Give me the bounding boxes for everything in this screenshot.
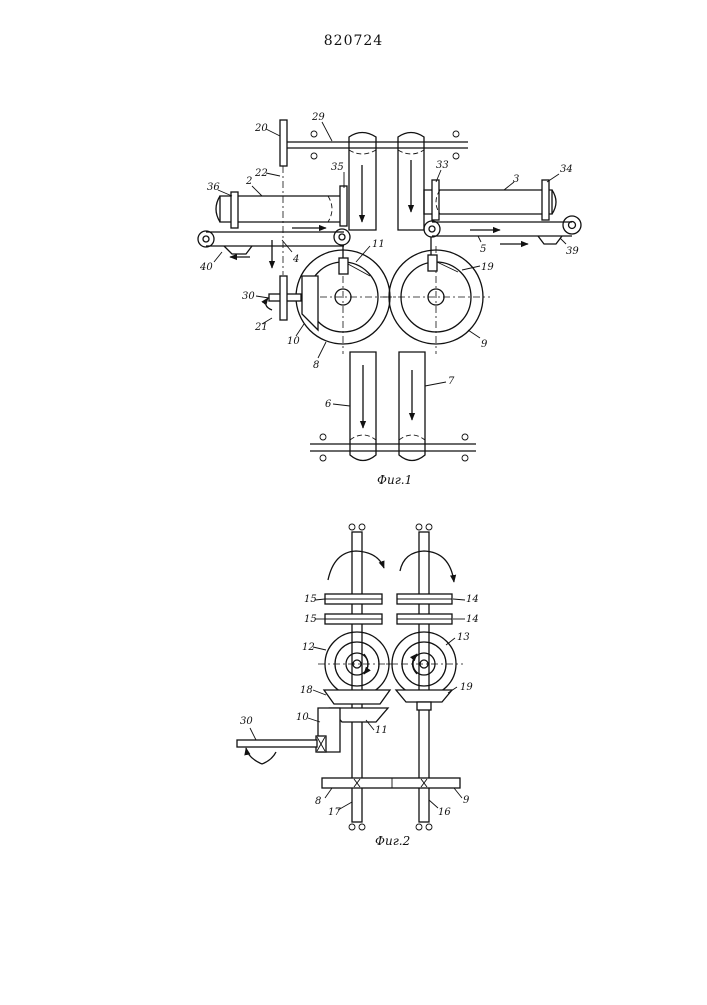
- fig1-label: 34: [560, 164, 573, 175]
- guide-rod-20: [280, 120, 287, 275]
- fig1-label: 3: [513, 174, 519, 185]
- fig2-label: 19: [460, 682, 473, 693]
- fig1-label: 2: [245, 176, 252, 187]
- fig1-label: 10: [287, 336, 300, 347]
- fig1-label: 19: [481, 262, 494, 273]
- fig1-label: 35: [331, 162, 344, 173]
- wheel-9: [383, 246, 490, 354]
- fig2-label: 13: [457, 632, 470, 643]
- fig2-label: 10: [296, 712, 309, 723]
- fig2-label: 9: [463, 795, 470, 806]
- fig1-label: 4: [292, 254, 299, 265]
- fig2-label: 18: [300, 685, 313, 696]
- fig1-label: 20: [254, 123, 268, 134]
- patent-number: 820724: [0, 33, 707, 49]
- fig2-label: 14: [466, 594, 479, 605]
- drive-shaft-30: [266, 276, 301, 320]
- fig1-label: 40: [199, 262, 213, 273]
- fig2-caption: Фиг.2: [375, 834, 410, 848]
- fig1-label: 22: [254, 168, 268, 179]
- fig2-label: 17: [328, 807, 341, 818]
- fig1-leaders: [214, 122, 566, 406]
- fig2-label: 16: [438, 807, 451, 818]
- fig1-label: 36: [207, 182, 220, 193]
- figure-2: 15 14 15 14 12 13 18 19 30 10 11 8 9 17 …: [237, 524, 479, 848]
- wheel-8: [290, 246, 396, 354]
- fig2-label: 30: [240, 716, 253, 727]
- fig2-label: 12: [302, 642, 315, 653]
- fig1-label: 29: [311, 112, 325, 123]
- upper-bars: [349, 133, 424, 231]
- fig1-label: 9: [481, 339, 488, 350]
- fig1-label: 11: [372, 239, 385, 250]
- fig1-label: 21: [254, 322, 268, 333]
- figure-1: 20 29 22 35 33 34 36 2 3 4 5 40 39 11 19…: [198, 112, 581, 487]
- right-conveyor-3: [424, 180, 581, 244]
- fig1-label: 30: [242, 291, 255, 302]
- top-shaft-29: [287, 131, 468, 159]
- lower-bars: [310, 352, 476, 461]
- fig1-label: 7: [448, 376, 455, 387]
- fig2-label: 14: [466, 614, 479, 625]
- fig1-caption: Фиг.1: [377, 473, 412, 487]
- fig1-label: 33: [436, 160, 449, 171]
- left-conveyor-2: [198, 186, 350, 268]
- discs: [325, 594, 452, 624]
- fig1-labels: 20 29 22 35 33 34 36 2 3 4 5 40 39 11 19…: [199, 112, 579, 410]
- fig2-label: 8: [315, 796, 321, 807]
- fig1-label: 6: [325, 399, 332, 410]
- fig1-label: 39: [566, 246, 579, 257]
- fig1-label: 8: [313, 360, 319, 371]
- fig2-label: 11: [375, 725, 388, 736]
- fig2-label: 15: [304, 594, 317, 605]
- fig2-label: 15: [304, 614, 317, 625]
- fig1-label: 5: [480, 244, 486, 255]
